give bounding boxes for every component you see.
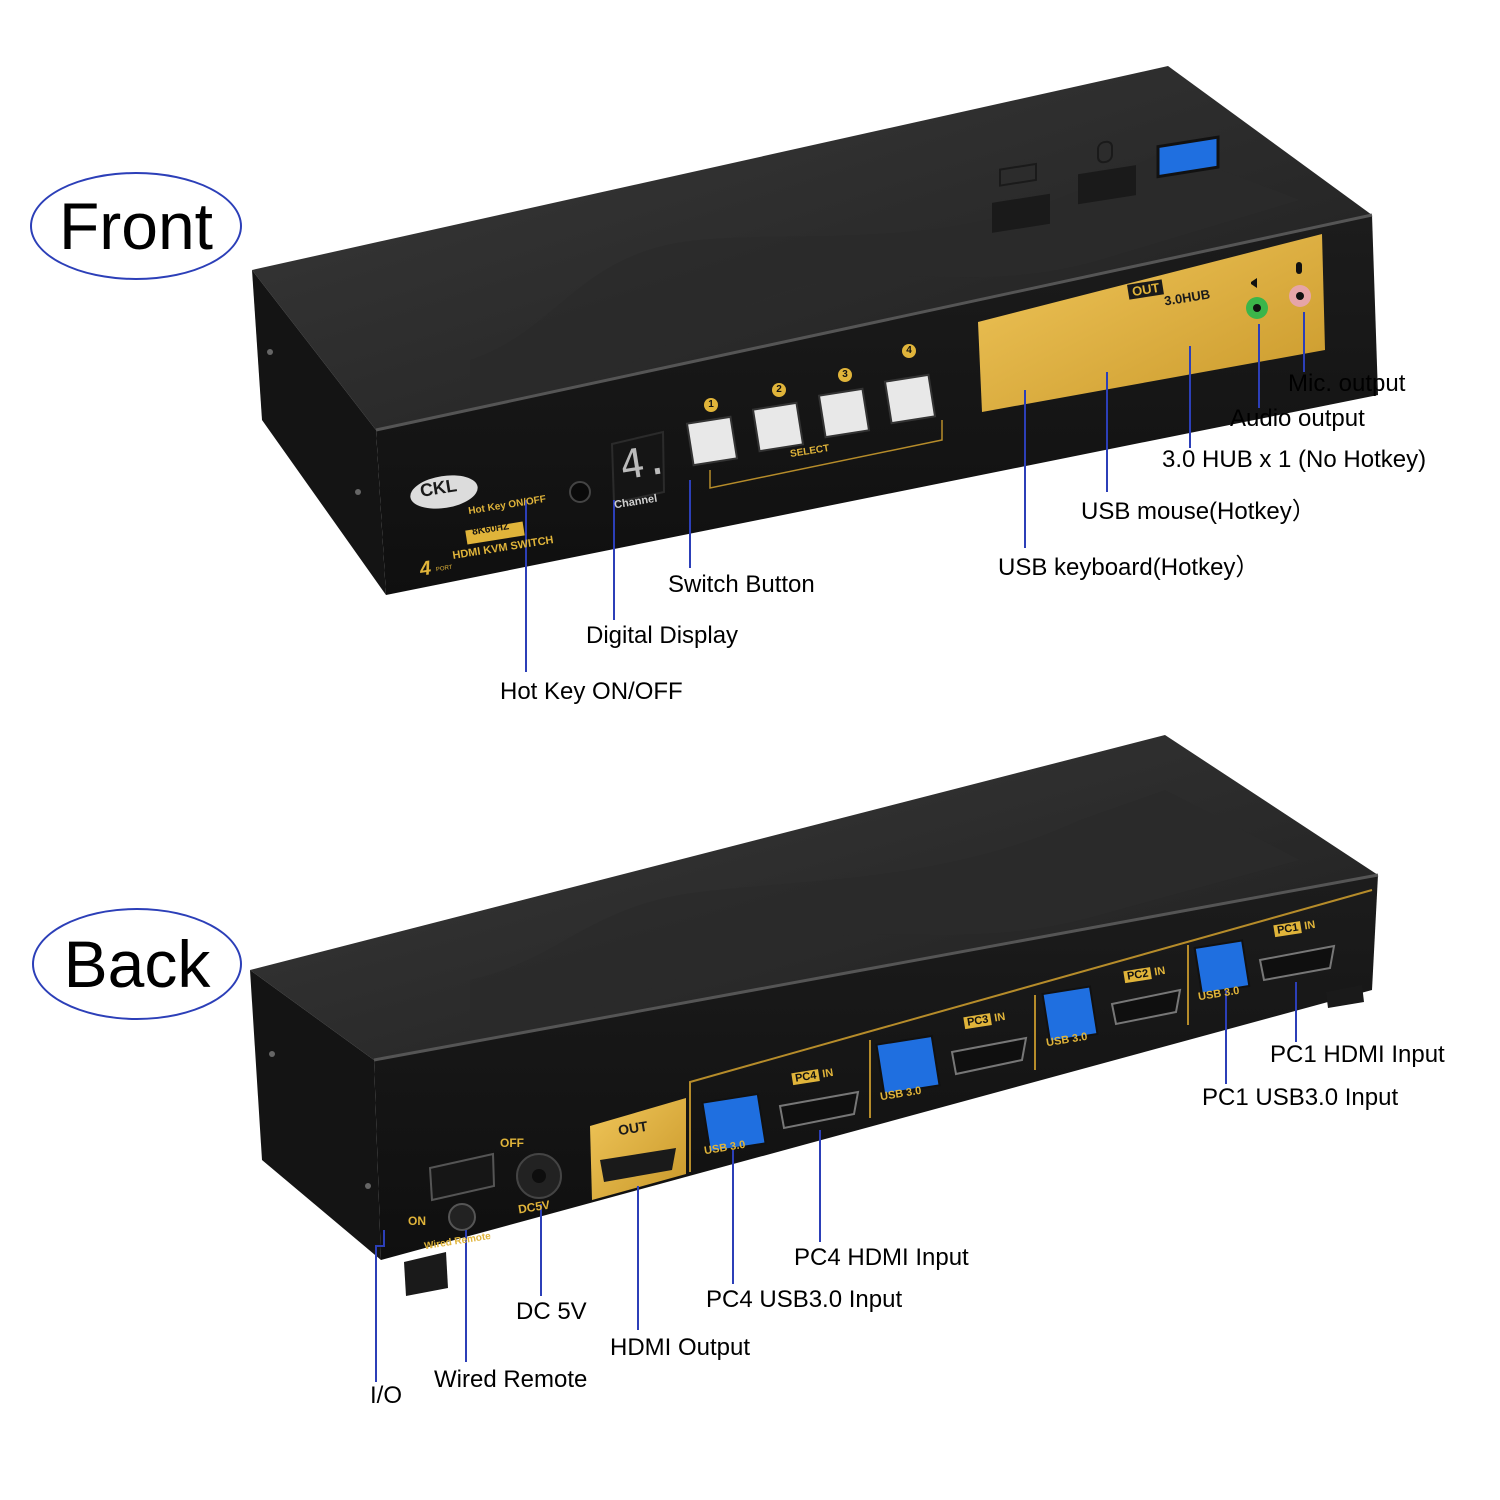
display-digit: 4. — [616, 436, 672, 490]
power-rocker-switch[interactable] — [428, 1152, 496, 1202]
pc1-usb3-port[interactable] — [1193, 939, 1251, 995]
callout-pc1-usb: PC1 USB3.0 Input — [1202, 1084, 1399, 1111]
digital-display — [610, 430, 666, 505]
callout-wired-remote: Wired Remote — [434, 1366, 588, 1393]
button-number-1: 1 — [704, 398, 718, 412]
button-number-3: 3 — [838, 368, 852, 382]
power-off-label: OFF — [500, 1136, 524, 1150]
callout-pc4-usb: PC4 USB3.0 Input — [706, 1286, 903, 1313]
ckl-logo — [410, 475, 478, 509]
speaker-icon — [1251, 278, 1257, 288]
resolution-badge-bg — [465, 521, 525, 545]
back-section-label: Back — [32, 908, 242, 1020]
pc4-hdmi-port[interactable] — [778, 1090, 860, 1130]
callout-switch-button: Switch Button — [668, 571, 815, 598]
select-button-2[interactable] — [751, 401, 805, 453]
select-buttons — [685, 373, 943, 489]
pc3-in-text: IN — [993, 1010, 1007, 1025]
microphone-icon — [1296, 262, 1302, 274]
pc2-usb3-port[interactable] — [1041, 985, 1099, 1043]
hotkey-toggle-button[interactable] — [569, 481, 591, 503]
pc1-hdmi-port[interactable] — [1258, 944, 1336, 982]
pc2-hdmi-port[interactable] — [1110, 988, 1182, 1026]
button-number-4: 4 — [902, 344, 916, 358]
callout-pc4-hdmi: PC4 HDMI Input — [794, 1244, 969, 1271]
callout-usb-hub: 3.0 HUB x 1 (No Hotkey) — [1162, 446, 1427, 473]
callout-hdmi-output: HDMI Output — [610, 1334, 751, 1361]
callout-mic-output: Mic. output — [1288, 370, 1406, 397]
pc4-usb3-port[interactable] — [701, 1092, 767, 1154]
callout-pc1-hdmi: PC1 HDMI Input — [1270, 1041, 1445, 1068]
callout-usb-keyboard: USB keyboard(Hotkey） — [998, 554, 1260, 581]
select-button-3[interactable] — [817, 387, 871, 439]
button-number-2: 2 — [772, 383, 786, 397]
callout-lines — [375, 312, 1305, 1382]
back-text: Back — [63, 927, 211, 1001]
front-left-side — [252, 270, 386, 595]
select-button-1[interactable] — [685, 415, 739, 467]
front-section-label: Front — [30, 172, 242, 280]
keyboard-icon — [999, 162, 1037, 187]
pc2-in-text: IN — [1153, 964, 1167, 979]
callout-usb-mouse: USB mouse(Hotkey） — [1081, 498, 1316, 525]
usb-hub-port[interactable] — [1156, 135, 1220, 179]
callout-digital-display: Digital Display — [586, 622, 739, 649]
pc4-in-text: IN — [821, 1066, 835, 1081]
callout-io: I/O — [370, 1382, 403, 1409]
mouse-icon — [1097, 140, 1113, 164]
pc3-hdmi-port[interactable] — [950, 1036, 1028, 1076]
pc3-usb3-port[interactable] — [875, 1034, 941, 1096]
hdmi-output-port[interactable] — [600, 1148, 676, 1182]
back-kvm-switch — [250, 735, 1379, 1296]
pc1-in-text: IN — [1303, 918, 1317, 933]
front-kvm-switch — [252, 66, 1378, 595]
back-left-side — [250, 970, 381, 1260]
wired-remote-jack[interactable] — [448, 1203, 476, 1231]
mouse-usb-port[interactable] — [1078, 165, 1136, 205]
callout-audio-output: Audio output — [1230, 405, 1365, 432]
front-top-wave — [470, 150, 1300, 400]
callout-hotkey: Hot Key ON/OFF — [500, 678, 683, 705]
select-button-4[interactable] — [883, 373, 937, 425]
power-on-label: ON — [408, 1214, 426, 1228]
back-top-wave — [470, 790, 1300, 1030]
keyboard-usb-port[interactable] — [992, 193, 1050, 233]
front-text: Front — [58, 189, 214, 263]
callout-dc-5v: DC 5V — [516, 1298, 587, 1325]
front-gold-panel — [978, 234, 1325, 412]
